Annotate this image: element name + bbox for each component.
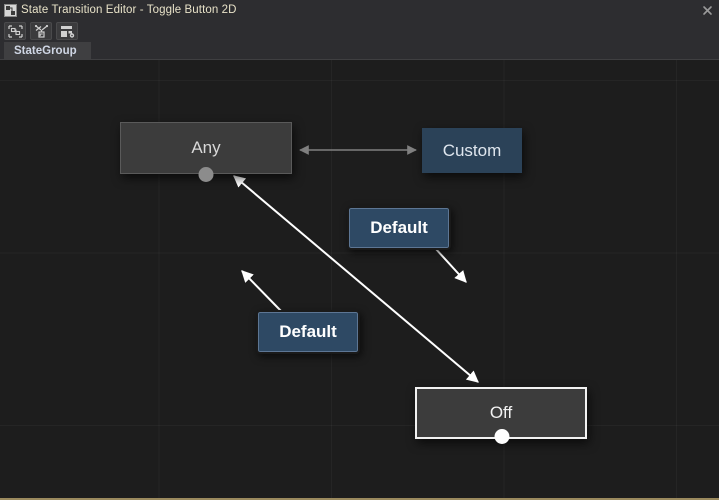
state-list-icon[interactable] [56,22,78,40]
shuffle-nodes-icon[interactable] [30,22,52,40]
tab-label: StateGroup [14,45,77,57]
diagram-canvas[interactable]: Any Custom Off Default Default [0,60,719,500]
transition-label-default-upper[interactable]: Default [347,206,451,250]
edge-any-off-main[interactable] [233,175,479,383]
transition-edges [233,145,479,383]
window-title: State Transition Editor - Toggle Button … [21,3,237,16]
edge-default-lower[interactable] [241,270,283,313]
state-node-any[interactable]: Any [120,122,292,174]
edge-default-upper[interactable] [434,247,467,283]
auto-layout-icon[interactable] [4,22,26,40]
state-node-any-handle[interactable] [198,167,214,182]
state-node-off-handle[interactable] [494,429,510,444]
close-icon[interactable] [700,3,715,17]
state-node-label: Off [489,403,513,422]
state-node-label: Custom [442,140,502,160]
tab-strip: StateGroup [0,42,719,60]
state-editor-icon [4,3,17,17]
transition-label-text: Default [370,218,428,237]
transition-label-text: Default [279,322,337,341]
state-node-custom[interactable]: Custom [422,128,522,173]
transition-label-default-lower[interactable]: Default [256,310,360,354]
tab-stategroup[interactable]: StateGroup [4,42,91,60]
editor-toolbar [0,20,719,42]
window-titlebar: State Transition Editor - Toggle Button … [0,0,719,21]
state-node-label: Any [191,138,221,157]
